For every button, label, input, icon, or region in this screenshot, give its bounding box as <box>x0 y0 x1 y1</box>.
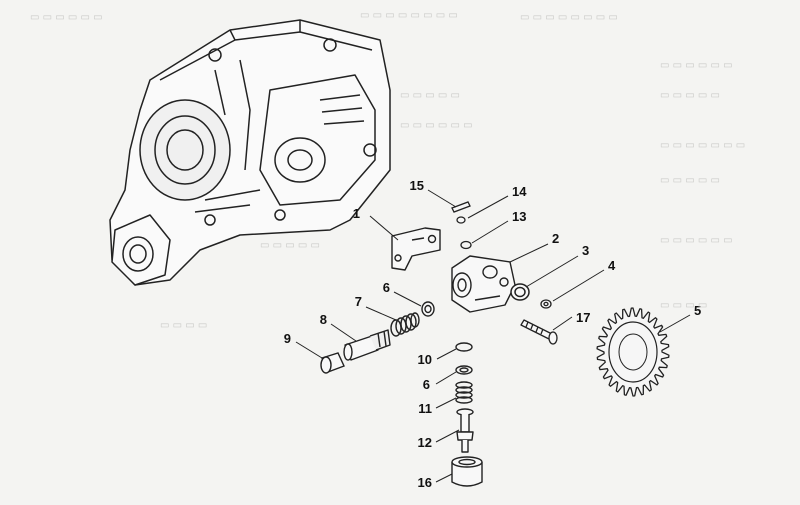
callout-4: 4 <box>608 258 616 273</box>
callout-10: 10 <box>418 352 432 367</box>
part-5-sprocket-gear <box>596 307 670 397</box>
callout-9: 9 <box>284 331 291 346</box>
callout-11: 11 <box>418 401 432 416</box>
callout-labels: 1 2 3 4 5 6 6 7 8 9 10 11 12 13 14 15 16… <box>284 178 701 490</box>
leader-13 <box>471 220 509 244</box>
leader-14 <box>467 195 509 219</box>
part-15-pin <box>451 201 471 213</box>
part-14-disc <box>456 216 466 224</box>
leader-8 <box>330 323 357 342</box>
part-1-bracket <box>391 227 441 271</box>
part-12-plunger <box>456 408 474 453</box>
leader-10 <box>436 348 457 360</box>
leader-3 <box>525 255 579 288</box>
leader-2 <box>509 243 549 263</box>
leader-11 <box>435 397 457 409</box>
part-16-sleeve <box>451 456 483 487</box>
callout-12: 12 <box>418 435 432 450</box>
leader-1 <box>369 215 399 241</box>
callout-7: 7 <box>355 294 362 309</box>
callout-2: 2 <box>552 231 559 246</box>
callout-15: 15 <box>410 178 424 193</box>
callout-8: 8 <box>320 312 327 327</box>
part-11-spring <box>455 381 473 404</box>
leader-9 <box>295 341 323 359</box>
callout-1: 1 <box>353 206 360 221</box>
leader-17 <box>552 316 573 331</box>
leader-6a <box>393 291 422 307</box>
part-10-o-ring <box>455 342 473 352</box>
leader-5 <box>659 314 691 333</box>
part-17-screw <box>520 319 558 345</box>
callout-5: 5 <box>694 303 701 318</box>
leader-7 <box>365 306 397 321</box>
callout-6a: 6 <box>383 280 390 295</box>
callout-16: 16 <box>418 475 432 490</box>
part-3-ring-seal <box>510 283 530 301</box>
callout-3: 3 <box>582 243 589 258</box>
part-4-washer <box>540 299 552 309</box>
leader-4 <box>552 269 605 302</box>
part-13-small-ring <box>460 240 472 250</box>
leader-12 <box>435 429 460 443</box>
callout-6b: 6 <box>423 377 430 392</box>
callout-13: 13 <box>512 209 526 224</box>
crankcase-housing <box>109 19 391 286</box>
part-2-pump-body <box>451 255 516 313</box>
part-6-ring-lower <box>455 365 473 375</box>
leader-15 <box>427 189 457 208</box>
part-6-ring-upper <box>421 301 435 317</box>
leader-6b <box>435 371 457 385</box>
callout-17: 17 <box>576 310 590 325</box>
part-9-cap <box>320 352 345 374</box>
leader-16 <box>435 473 453 483</box>
part-7-spring <box>390 312 420 337</box>
part-8-threaded-plug <box>343 329 391 361</box>
leader-lines <box>295 189 691 483</box>
callout-14: 14 <box>512 184 527 199</box>
